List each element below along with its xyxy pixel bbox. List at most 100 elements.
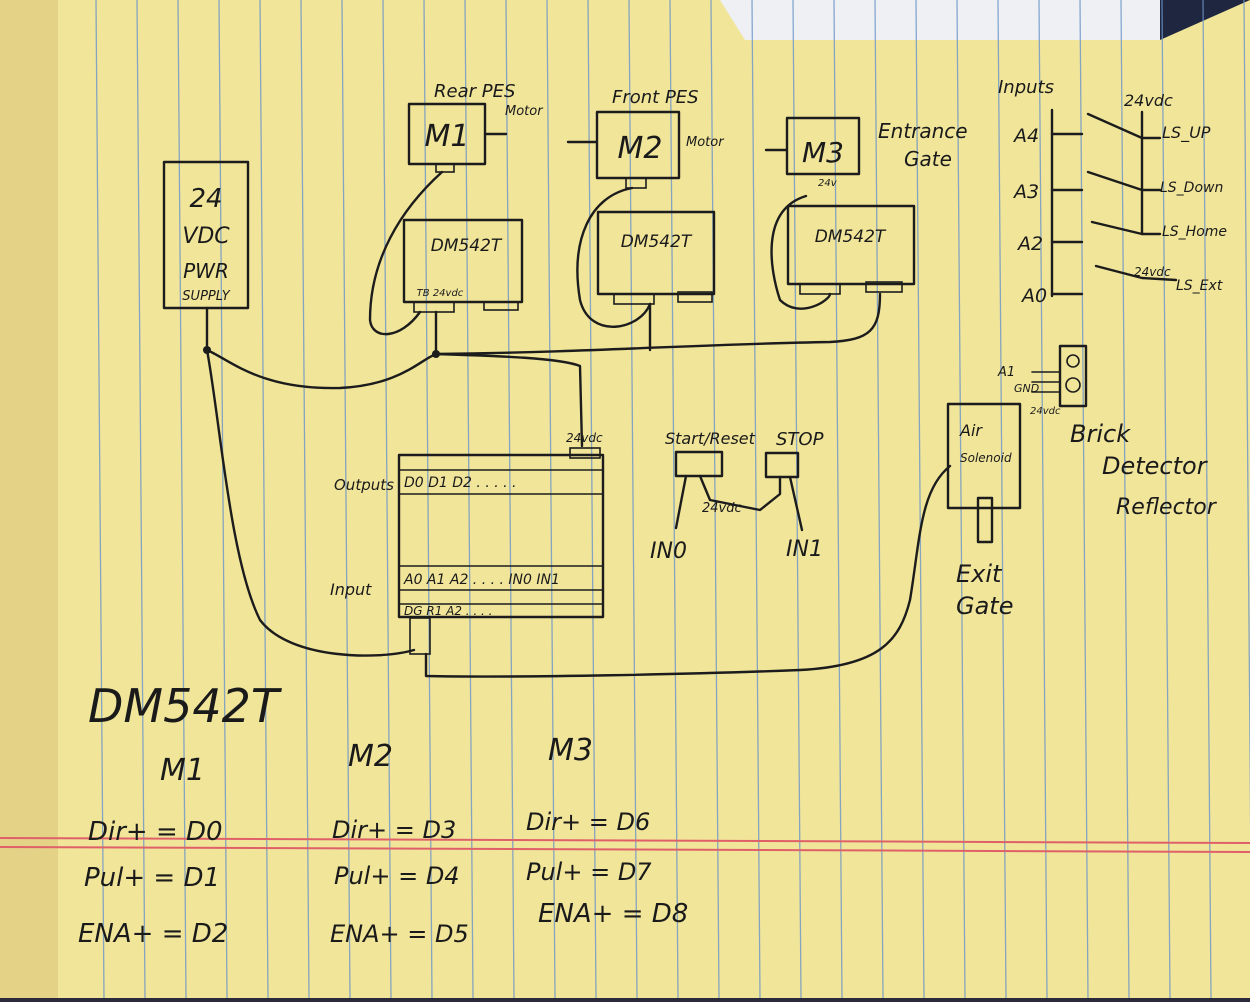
brick-detector: A1 GND 24vdc Brick Detector Reflector: [997, 344, 1218, 520]
pin-a4: A4: [1012, 125, 1039, 147]
detector-pin-a1: A1: [997, 365, 1015, 380]
table-title: DM542T: [88, 679, 283, 733]
motor-m3: Entrance Gate M3 24v: [764, 116, 968, 189]
driver-m3: DM542T: [786, 204, 916, 295]
ruled-lines: [95, 0, 1250, 999]
detector-label-3: Reflector: [1116, 495, 1218, 520]
cell-m2-ena: ENA+ = D5: [330, 920, 469, 948]
ruled-line: [1161, 0, 1171, 999]
plc-board: 24vdc Outputs D0 D1 D2 . . . . . Input A…: [330, 431, 605, 655]
start-reset-label: Start/Reset: [665, 429, 756, 448]
ruled-line: [1079, 0, 1089, 999]
start-stop-buttons: Start/Reset STOP 24vdc IN0 IN1: [650, 429, 824, 564]
plc-outputs-pins: D0 D1 D2 . . . . .: [404, 475, 516, 491]
ruled-line: [341, 0, 351, 999]
ruled-line: [710, 0, 720, 999]
col-m1: M1: [160, 753, 205, 788]
ruled-line: [464, 0, 474, 999]
cell-m1-dir: Dir+ = D0: [88, 817, 223, 847]
dm542t-table: DM542T M1 M2 M3 Dir+ = D0 Dir+ = D3 Dir+…: [78, 679, 688, 949]
psu-line-4: SUPPLY: [182, 289, 230, 304]
air-solenoid: Air Solenoid Exit Gate: [946, 402, 1022, 620]
in1-label: IN1: [786, 537, 823, 562]
ruled-line: [259, 0, 269, 999]
m1-label: M1: [425, 119, 470, 154]
switch-ls-ext: LS_Ext: [1176, 278, 1223, 294]
m2-label: M2: [618, 131, 663, 166]
driver-m2: DM542T: [596, 210, 716, 305]
ruled-line: [505, 0, 515, 999]
m1-tag: Motor: [505, 104, 544, 119]
ruled-line: [915, 0, 925, 999]
inputs-title: Inputs: [998, 77, 1054, 98]
exit-label-2: Gate: [956, 592, 1013, 620]
page-binding-shadow: [0, 0, 58, 998]
plc-outputs-label: Outputs: [334, 476, 394, 494]
white-paper-behind: [700, 0, 1160, 40]
cell-m1-ena: ENA+ = D2: [78, 919, 228, 949]
buttons-voltage: 24vdc: [702, 501, 742, 516]
ruled-line: [546, 0, 556, 999]
detector-pin-gnd: GND: [1014, 382, 1039, 395]
ruled-line: [300, 0, 310, 999]
cell-m2-dir: Dir+ = D3: [332, 816, 456, 844]
margin-lines: [0, 837, 1250, 853]
m1-caption: Rear PES: [434, 81, 515, 102]
wiring: [203, 170, 952, 678]
m3-label: M3: [802, 136, 844, 169]
col-m3: M3: [548, 733, 593, 768]
air-label-2: Solenoid: [960, 451, 1012, 465]
ruled-line: [669, 0, 679, 999]
motor-m2: Front PES Motor M2: [566, 87, 725, 189]
cell-m2-pul: Pul+ = D4: [334, 862, 460, 890]
ruled-line: [1038, 0, 1048, 999]
exit-label-1: Exit: [956, 560, 1003, 588]
inputs-voltage: 24vdc: [1124, 91, 1173, 110]
ext-note: 24vdc: [1134, 265, 1171, 279]
plc-input-pins: A0 A1 A2 . . . . IN0 IN1: [403, 572, 560, 588]
detector-pin-24v: 24vdc: [1030, 406, 1061, 417]
pin-a0: A0: [1020, 285, 1047, 307]
driver-m1-label: DM542T: [431, 236, 503, 256]
m3-caption: Entrance: [878, 119, 968, 143]
plc-gnd-pins: DG R1 A2 . . . .: [404, 604, 493, 618]
psu-line-2: VDC: [182, 224, 230, 249]
psu-line-3: PWR: [183, 259, 229, 283]
ruled-line: [874, 0, 884, 999]
power-supply: 24 VDC PWR SUPPLY: [162, 160, 250, 310]
pin-a3: A3: [1012, 181, 1039, 203]
ruled-line: [587, 0, 597, 999]
ruled-line: [792, 0, 802, 999]
ruled-line: [136, 0, 146, 999]
driver-m1: DM542T TB 24vdc: [402, 218, 524, 313]
detector-label-1: Brick: [1070, 420, 1131, 448]
m3-caption2: Gate: [904, 147, 952, 171]
ruled-line: [1243, 0, 1250, 830]
ruled-line: [628, 0, 638, 999]
motor-m1: Rear PES Motor M1: [407, 81, 544, 173]
in0-label: IN0: [650, 539, 687, 564]
detector-label-2: Detector: [1102, 452, 1209, 480]
cell-m3-ena: ENA+ = D8: [538, 899, 688, 929]
switch-ls-home: LS_Home: [1162, 224, 1227, 240]
m3-note: 24v: [818, 178, 838, 189]
plc-input-label: Input: [330, 580, 372, 599]
cell-m3-pul: Pul+ = D7: [526, 858, 652, 886]
ruled-line: [382, 0, 392, 999]
plc-voltage: 24vdc: [566, 431, 603, 445]
driver-m3-label: DM542T: [815, 227, 887, 247]
switch-ls-up: LS_UP: [1162, 123, 1211, 143]
ruled-line: [177, 0, 187, 999]
ruled-line: [218, 0, 228, 999]
cell-m3-dir: Dir+ = D6: [526, 808, 650, 836]
psu-line-1: 24: [189, 184, 222, 214]
m2-caption: Front PES: [612, 87, 699, 108]
inputs-panel: Inputs 24vdc A4 A3 A2 A0 LS_UP LS_Down L…: [998, 77, 1227, 307]
ruled-line: [833, 0, 843, 999]
ruled-line: [997, 0, 1007, 999]
stop-label: STOP: [776, 429, 824, 450]
ruled-line: [956, 0, 966, 999]
